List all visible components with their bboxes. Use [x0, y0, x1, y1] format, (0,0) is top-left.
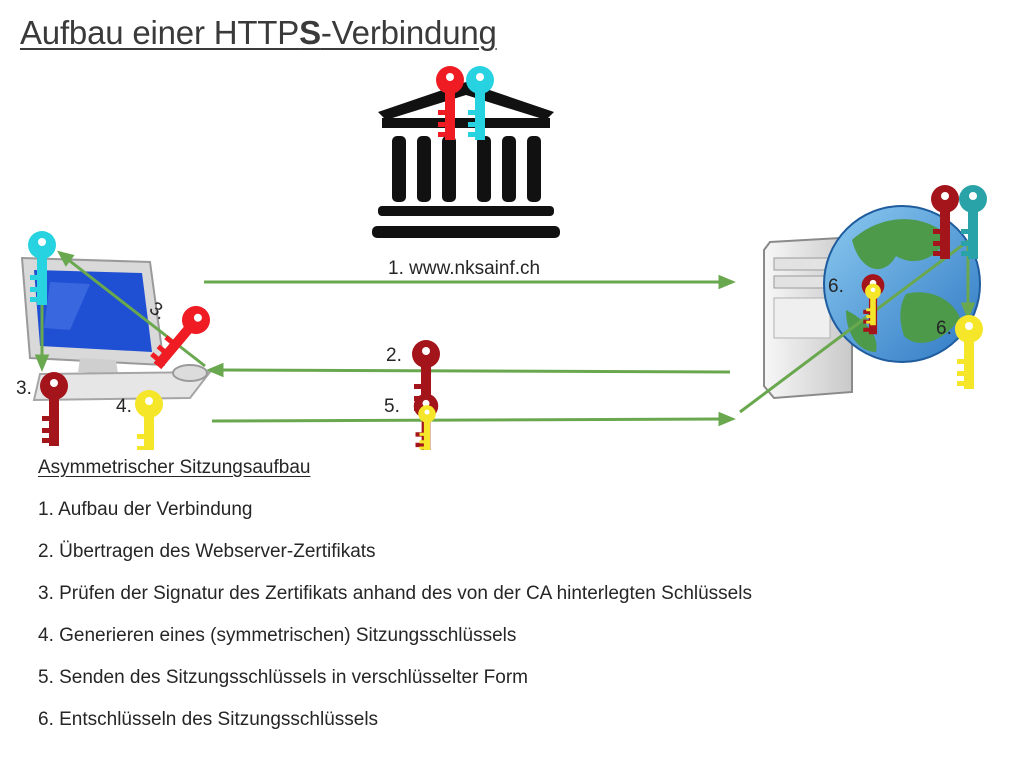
arrowhead-3 [57, 250, 75, 267]
step-2-label: 2. [386, 345, 402, 366]
arrowhead-2 [206, 362, 224, 378]
step-item: 4. Generieren eines (symmetrischen) Sitz… [38, 625, 517, 646]
session-key-icon [135, 390, 163, 450]
step-6-server-label: 6. [828, 276, 844, 297]
steps-heading: Asymmetrischer Sitzungsaufbau [38, 457, 311, 478]
step-1-url-label: 1. www.nksainf.ch [388, 258, 541, 279]
globe-icon [823, 205, 981, 363]
step-item: 6. Entschlüsseln des Sitzungsschlüssels [38, 709, 379, 730]
arrowhead-1 [718, 274, 736, 290]
ca-public-key-icon [466, 66, 494, 140]
step-6-globe-label: 6. [936, 318, 952, 339]
step-5-label: 5. [384, 396, 400, 417]
arrowhead-6-down [960, 302, 976, 320]
arrow-2-certificate [221, 368, 731, 374]
bank-icon [372, 82, 560, 238]
step-item: 3. Prüfen der Signatur des Zertifikats a… [38, 583, 752, 604]
computer-icon [20, 256, 213, 402]
session-key-icon [955, 315, 983, 389]
arrowhead-5 [718, 411, 736, 427]
session-key-icon [418, 405, 436, 450]
step-item: 2. Übertragen des Webserver-Zertifikats [38, 541, 376, 562]
arrow-6-decrypt [739, 242, 965, 414]
step-item: 1. Aufbau der Verbindung [38, 499, 253, 520]
step-3-label: 3. [16, 378, 32, 399]
steps-list: Asymmetrischer Sitzungsaufbau 1. Aufbau … [38, 454, 752, 748]
arrow-5-session-key [211, 417, 723, 423]
arrows [34, 240, 976, 427]
step-4-label: 4. [116, 396, 132, 417]
page-title: Aufbau einer HTTPS-Verbindung [20, 14, 497, 51]
step-item: 5. Senden des Sitzungsschlüssels in vers… [38, 667, 529, 688]
arrow-3-verify [65, 256, 206, 368]
server-public-key-icon [40, 372, 68, 446]
https-diagram [20, 66, 987, 450]
arrowhead-3-down [34, 354, 50, 372]
